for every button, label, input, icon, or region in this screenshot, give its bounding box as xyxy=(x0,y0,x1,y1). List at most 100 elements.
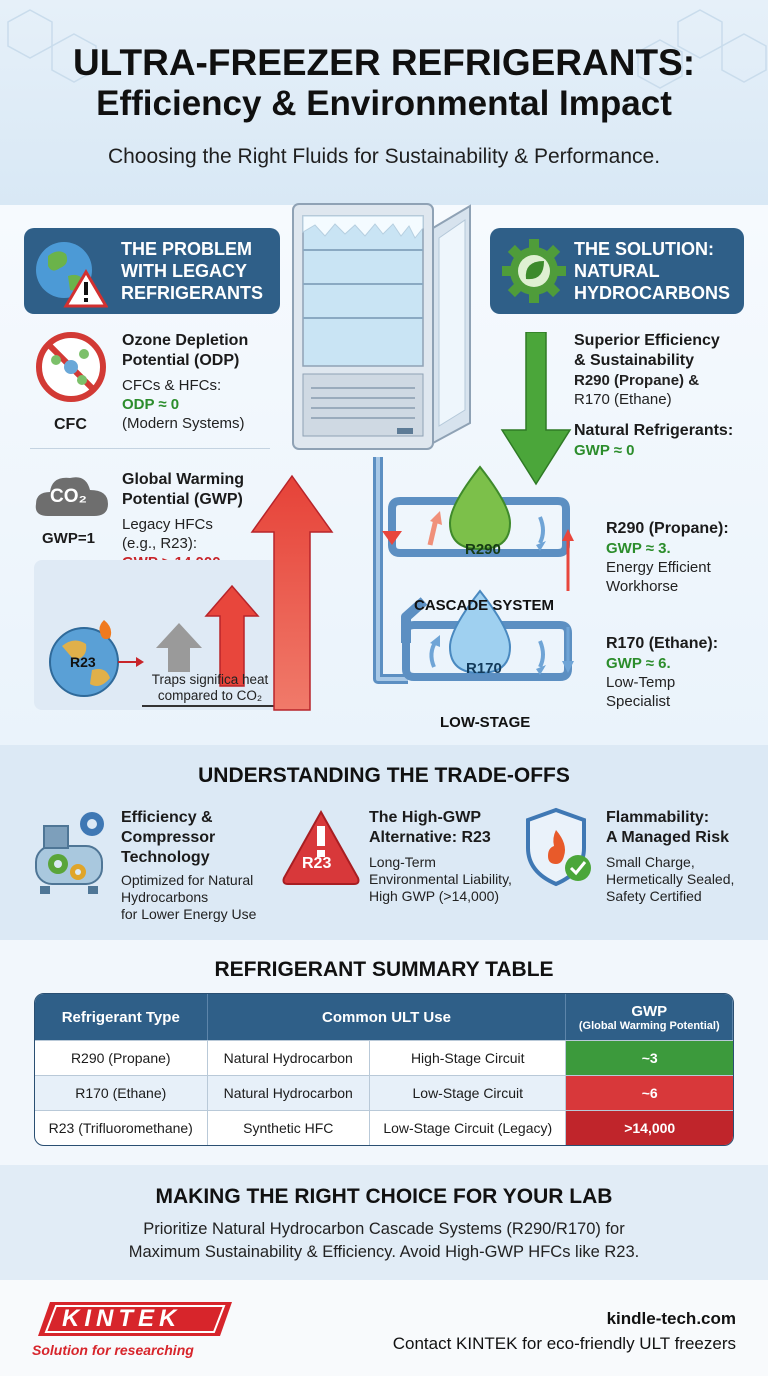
natural-refrigerants-title: Natural Refrigerants: xyxy=(574,422,734,439)
r170-drop-label: R170 xyxy=(466,660,502,677)
r290-title: R290 (Propane): xyxy=(606,520,729,537)
r170-gwp: GWP ≈ 6. xyxy=(606,655,671,672)
tradeoff2-text2: Environmental Liability, xyxy=(369,871,512,887)
gwp1-label: GWP=1 xyxy=(42,530,95,547)
page-title-line1: ULTRA-FREEZER REFRIGERANTS: xyxy=(72,42,696,83)
page-title-line2: Efficiency & Environmental Impact xyxy=(96,84,672,123)
natural-refrigerants-value: GWP ≈ 0 xyxy=(574,442,635,459)
choice-text-line1: Prioritize Natural Hydrocarbon Cascade S… xyxy=(143,1220,625,1238)
odp-text1: CFCs & HFCs: xyxy=(122,377,222,394)
heat-trap-caption: Traps significa heat compared to CO₂ xyxy=(140,672,280,704)
problem-banner-line3: REFRIGERANTS xyxy=(121,283,264,303)
header-refrigerant-type: Refrigerant Type xyxy=(35,994,208,1040)
tradeoff1-title2: Compressor xyxy=(121,829,216,846)
tradeoff3-text1: Small Charge, xyxy=(606,854,695,870)
r23-badge: R23 xyxy=(302,855,332,872)
no-cfc-icon xyxy=(36,332,106,402)
gwp-text1: Legacy HFCs xyxy=(122,516,213,533)
tradeoff1-text2: Hydrocarbons xyxy=(121,889,209,905)
cascade-system-label: CASCADE SYSTEM xyxy=(414,597,555,614)
tradeoff3-text3: Safety Certified xyxy=(606,888,702,904)
flame-shield-icon xyxy=(526,807,591,887)
r290-desc1: Energy Efficient xyxy=(606,559,711,576)
cfc-label: CFC xyxy=(54,416,87,433)
header-gwp: GWP (Global Warming Potential) xyxy=(566,994,733,1040)
r290-info: R290 (Propane): GWP ≈ 3. Energy Efficien… xyxy=(606,519,756,596)
r290-drop-label: R290 xyxy=(465,541,501,558)
choice-text-line2: Maximum Sustainability & Efficiency. Avo… xyxy=(128,1243,640,1261)
cell-circuit: Low-Stage Circuit xyxy=(370,1076,567,1110)
green-down-arrow xyxy=(500,332,572,486)
co2-label: CO₂ xyxy=(50,486,87,507)
solution-banner-line1: THE SOLUTION: xyxy=(574,239,714,259)
choice-title: MAKING THE RIGHT CHOICE FOR YOUR LAB xyxy=(155,1185,613,1208)
solution-banner: THE SOLUTION: NATURAL HYDROCARBONS xyxy=(490,228,744,314)
divider xyxy=(30,448,270,449)
r170-desc2: Specialist xyxy=(606,693,671,710)
efficiency-block: Superior Efficiency & Sustainability R29… xyxy=(574,331,754,460)
efficiency-title-line2: & Sustainability xyxy=(574,352,695,369)
header-common-use: Common ULT Use xyxy=(208,994,567,1040)
table-row: R290 (Propane) Natural Hydrocarbon High-… xyxy=(35,1040,733,1075)
tradeoff2-title1: The High-GWP xyxy=(369,809,481,826)
odp-title-line2: Potential (ODP) xyxy=(122,352,240,369)
solution-banner-line2: NATURAL xyxy=(574,261,660,281)
efficiency-text1: R290 (Propane) & xyxy=(574,372,700,389)
table-header-row: Refrigerant Type Common ULT Use GWP (Glo… xyxy=(35,994,733,1040)
r170-title: R170 (Ethane): xyxy=(606,635,719,652)
tradeoff1-title1: Efficiency & xyxy=(121,809,213,826)
efficiency-text2: R170 (Ethane) xyxy=(574,391,672,408)
tradeoffs-section xyxy=(0,745,768,940)
website-link[interactable]: kindle-tech.com xyxy=(606,1309,736,1328)
r23-globe-label: R23 xyxy=(70,654,96,670)
cell-type: R170 (Ethane) xyxy=(35,1076,208,1110)
odp-title-line1: Ozone Depletion xyxy=(122,332,249,349)
tradeoff2-title2: Alternative: R23 xyxy=(369,829,491,846)
cell-category: Synthetic HFC xyxy=(208,1111,371,1145)
page-subtitle: Choosing the Right Fluids for Sustainabi… xyxy=(107,145,661,168)
cell-category: Natural Hydrocarbon xyxy=(208,1076,371,1110)
cell-circuit: Low-Stage Circuit (Legacy) xyxy=(370,1111,567,1145)
compressor-gears-icon xyxy=(35,812,104,894)
r290-desc2: Workhorse xyxy=(606,578,679,595)
tradeoff1-title3: Technology xyxy=(121,849,210,866)
header-gwp-sub: (Global Warming Potential) xyxy=(578,1019,720,1032)
r170-desc1: Low-Temp xyxy=(606,674,676,691)
refrigerant-summary-table: Refrigerant Type Common ULT Use GWP (Glo… xyxy=(34,993,734,1146)
summary-table-title: REFRIGERANT SUMMARY TABLE xyxy=(214,958,554,981)
kintek-logo xyxy=(38,1302,232,1336)
cell-gwp: >14,000 xyxy=(566,1111,733,1145)
problem-banner-line2: WITH LEGACY xyxy=(121,261,247,281)
kintek-tagline: Solution for researching xyxy=(32,1342,194,1358)
tradeoff1-text1: Optimized for Natural xyxy=(121,872,254,888)
tradeoff1-text3: for Lower Energy Use xyxy=(121,906,257,922)
efficiency-title-line1: Superior Efficiency xyxy=(574,332,720,349)
gwp-title-line2: Potential (GWP) xyxy=(122,491,243,508)
problem-banner: THE PROBLEM WITH LEGACY REFRIGERANTS xyxy=(24,228,280,314)
odp-text2: (Modern Systems) xyxy=(122,415,245,432)
solution-banner-line3: HYDROCARBONS xyxy=(574,283,731,303)
gwp-text2: (e.g., R23): xyxy=(122,535,198,552)
cell-category: Natural Hydrocarbon xyxy=(208,1041,371,1075)
cell-type: R290 (Propane) xyxy=(35,1041,208,1075)
rising-gwp-arrow xyxy=(250,474,334,711)
low-stage-label: LOW-STAGE xyxy=(440,714,531,731)
table-row: R170 (Ethane) Natural Hydrocarbon Low-St… xyxy=(35,1075,733,1110)
r170-info: R170 (Ethane): GWP ≈ 6. Low-Temp Special… xyxy=(606,634,756,711)
hex-pattern-decoration xyxy=(7,9,767,89)
tradeoff-r23: The High-GWP Alternative: R23 Long-Term … xyxy=(369,808,529,905)
problem-banner-line1: THE PROBLEM xyxy=(121,239,253,259)
r290-gwp: GWP ≈ 3. xyxy=(606,540,671,557)
cell-circuit: High-Stage Circuit xyxy=(370,1041,567,1075)
tradeoff-flammability: Flammability: A Managed Risk Small Charg… xyxy=(606,808,766,905)
tradeoff2-text1: Long-Term xyxy=(369,854,436,870)
odp-value: ODP ≈ 0 xyxy=(122,396,180,413)
gwp-title-line1: Global Warming xyxy=(122,471,245,488)
tradeoff3-title2: A Managed Risk xyxy=(606,829,729,846)
traps-line1: Traps significa heat xyxy=(151,672,269,687)
cell-type: R23 (Trifluoromethane) xyxy=(35,1111,208,1145)
choice-section xyxy=(0,1165,768,1280)
table-row: R23 (Trifluoromethane) Synthetic HFC Low… xyxy=(35,1110,733,1145)
tradeoffs-title: UNDERSTANDING THE TRADE-OFFS xyxy=(198,764,570,787)
header-section: ULTRA-FREEZER REFRIGERANTS: Efficiency &… xyxy=(0,0,768,210)
